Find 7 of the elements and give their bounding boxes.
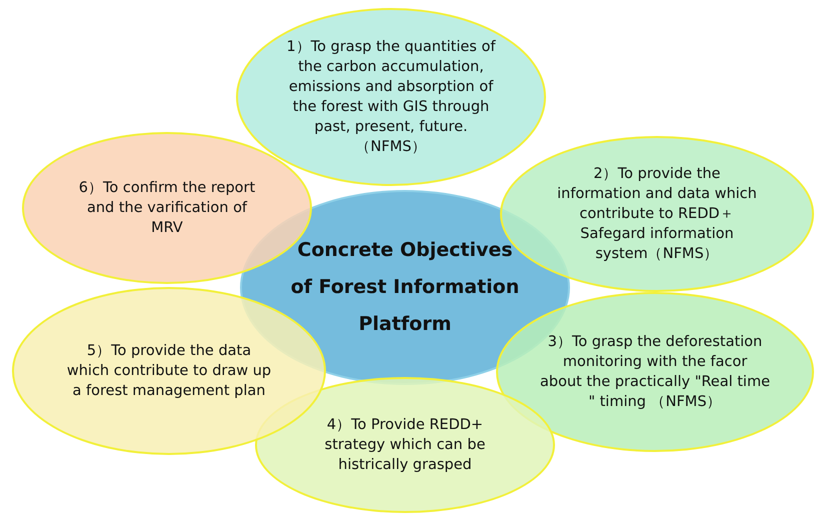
- objective-text: 1）To grasp the quantities of the carbon accumulation, emissions and absorption of the forest with GIS through past, present, future.（NFMS）: [286, 38, 497, 157]
- objective-text: 4）To Provide REDD+ strategy which can be histrically grasped: [324, 416, 486, 475]
- central-title: Concrete Objectives of Forest Information Platform: [290, 238, 520, 337]
- objective-text: 3）To grasp the deforestation monitoring with the facor about the practically "Real time " timing （NFMS）: [540, 333, 770, 412]
- objective-text: 5）To provide the data which contribute to draw up a forest management plan: [66, 342, 272, 401]
- objective-text: 2）To provide the information and data which contribute to REDD＋Safegard information system（NFMS）: [557, 165, 757, 264]
- objective-text: 6）To confirm the report and the varification of MRV: [78, 179, 256, 238]
